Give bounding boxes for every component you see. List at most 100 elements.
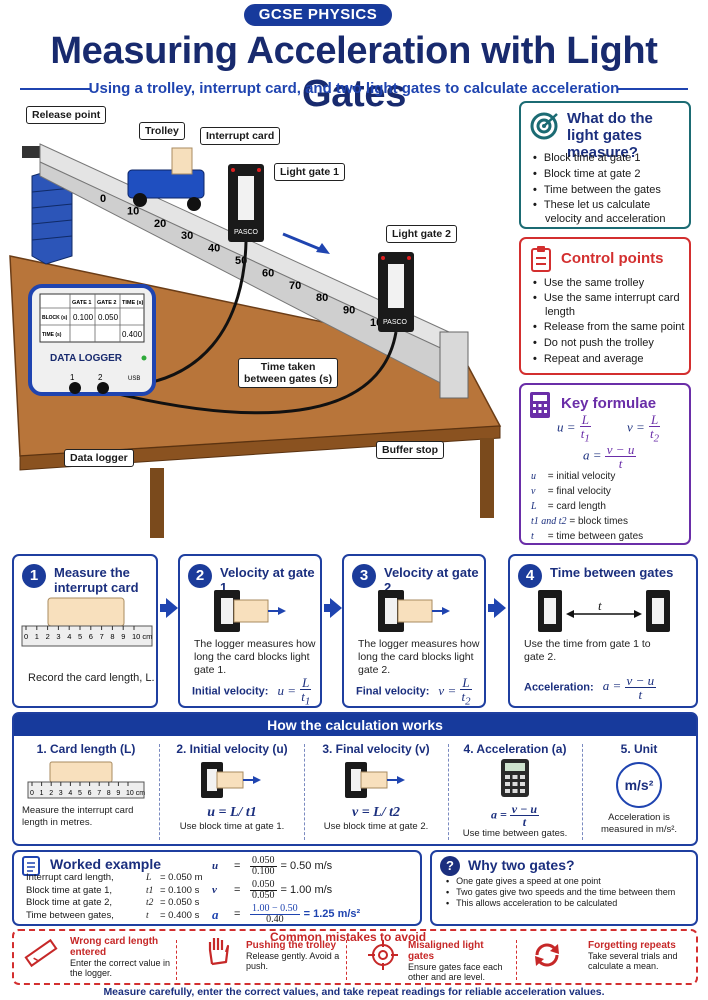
ruler-number: 8	[110, 632, 114, 641]
ruler-number: 2	[46, 632, 50, 641]
crosshair-icon	[368, 940, 398, 975]
ruler-number: 2	[49, 790, 53, 797]
svg-text:1: 1	[70, 373, 75, 382]
calculator-icon	[529, 391, 551, 424]
ruler-mark: 90	[343, 305, 355, 317]
svg-text:0.100: 0.100	[73, 313, 94, 322]
worked-input-row: Time between gates,t= 0.400 s	[26, 909, 200, 921]
calculation-panel: How the calculation works 1. Card length…	[12, 712, 698, 846]
label-light-gate-1: Light gate 1	[274, 163, 345, 181]
worked-example-card: Worked example Interrupt card length,L= …	[12, 850, 422, 926]
ruler-number: 9	[121, 632, 125, 641]
step-text: Record the card length, L.	[28, 672, 155, 684]
legend-row: v = final velocity	[531, 486, 611, 497]
ruler-mark: 20	[154, 218, 166, 230]
formula-legend: u = initial velocity v = final velocity …	[531, 469, 643, 544]
ruler-mark: 10	[127, 205, 139, 217]
hand-icon	[204, 936, 234, 973]
mistake-title: Wrong card length entered	[70, 936, 159, 958]
list-item: Two gates give two speeds and the time b…	[446, 887, 692, 898]
data-logger: GATE 1 GATE 2 TIME (s) BLOCK (s) TIME (s…	[28, 284, 156, 396]
ruler-number: 3	[59, 790, 63, 797]
list-item: Time between the gates	[533, 182, 689, 198]
ruler-number: 6	[88, 790, 92, 797]
ruler-number: 3	[56, 632, 60, 641]
list-item: Block time at gate 1	[533, 150, 689, 166]
legend-row: t1 and t2 = block times	[531, 516, 628, 527]
calc-col-formula: u = L/ t1	[207, 805, 257, 820]
step-number: 3	[352, 564, 376, 588]
step-arrow	[330, 598, 342, 618]
ruler-warning-icon	[24, 938, 58, 973]
release-clamp	[22, 146, 40, 158]
label-trolley: Trolley	[139, 122, 185, 140]
list-item: Block time at gate 2	[533, 166, 689, 182]
mistake-text: Ensure gates face each other and are lev…	[408, 962, 503, 982]
light-gate-2: PASCO	[378, 252, 414, 332]
ruler-number: 6	[89, 632, 93, 641]
calc-col-text: Measure the interrupt card length in met…	[22, 805, 134, 828]
divider	[346, 940, 347, 980]
worked-inputs: Interrupt card length,L= 0.050 m Block t…	[26, 872, 203, 922]
document-icon	[22, 856, 40, 881]
subtitle-rule-left	[20, 88, 90, 90]
control-points-list: Use the same trolley Use the same interr…	[533, 275, 689, 367]
ruler-mark: 30	[181, 230, 193, 242]
calc-col-unit: 5. Unit m/s² Acceleration is measured in…	[586, 738, 692, 844]
calc-col-text: Use block time at gate 2.	[323, 821, 429, 832]
label-interrupt-card: Interrupt card	[200, 127, 281, 145]
ruler-number: 5	[78, 790, 82, 797]
calc-col-title: 3. Final velocity (v)	[322, 742, 430, 756]
divider	[448, 744, 449, 840]
calc-col-text: Use time between gates.	[462, 828, 568, 839]
legend-row: L = card length	[531, 501, 606, 512]
subtitle-rule-right	[618, 88, 688, 90]
step-title: Velocity at gate 2	[384, 565, 479, 595]
step-arrow-stem	[488, 604, 496, 612]
target-icon	[529, 111, 559, 146]
mistakes-title: Common mistakes to avoid	[270, 930, 427, 944]
clipboard-icon	[529, 245, 553, 278]
divider	[176, 940, 177, 980]
page-subtitle: Using a trolley, interrupt card, and two…	[88, 80, 620, 97]
list-item: These let us calculate velocity and acce…	[533, 198, 689, 226]
calc-col-formula: v = L/ t2	[351, 805, 401, 820]
footer-note: Measure carefully, enter the correct val…	[103, 986, 605, 998]
table-leg	[480, 438, 494, 518]
svg-text:0.400: 0.400	[122, 330, 143, 339]
mistake-text: Enter the correct value in the logger.	[70, 958, 171, 978]
svg-text:PASCO: PASCO	[383, 319, 408, 326]
mistake-item: Forgetting repeats Take several trials a…	[588, 940, 692, 996]
mistake-title: Misaligned light gates	[408, 940, 484, 962]
step-arrow-stem	[324, 604, 332, 612]
calc-col-title: 2. Initial velocity (u)	[176, 742, 288, 756]
ruler-number: 1	[40, 790, 44, 797]
mistake-item: Pushing the trolley Release gently. Avoi…	[246, 940, 342, 996]
divider	[159, 744, 160, 840]
svg-text:DATA LOGGER: DATA LOGGER	[50, 353, 123, 364]
why-two-gates-card: ? Why two gates? One gate gives a speed …	[430, 850, 698, 926]
step-2-card: 2 Velocity at gate 1 The logger measures…	[178, 554, 322, 708]
repeat-icon	[532, 940, 562, 975]
what-measure-title: What do the light gates measure?	[567, 110, 653, 161]
why-two-gates-title: Why two gates?	[468, 857, 575, 873]
calc-col-text: Use block time at gate 1.	[179, 821, 285, 832]
list-item: Use the same trolley	[533, 275, 689, 291]
step-title: Measure the interrupt card	[54, 565, 139, 595]
step-4-card: 4 Time between gates t Use the time from…	[508, 554, 698, 708]
step-arrow	[494, 598, 506, 618]
two-gates-icon	[538, 590, 670, 632]
light-gate-1: PASCO	[228, 164, 264, 242]
calc-col-title: 5. Unit	[620, 742, 658, 756]
ruler-number: 4	[68, 790, 72, 797]
